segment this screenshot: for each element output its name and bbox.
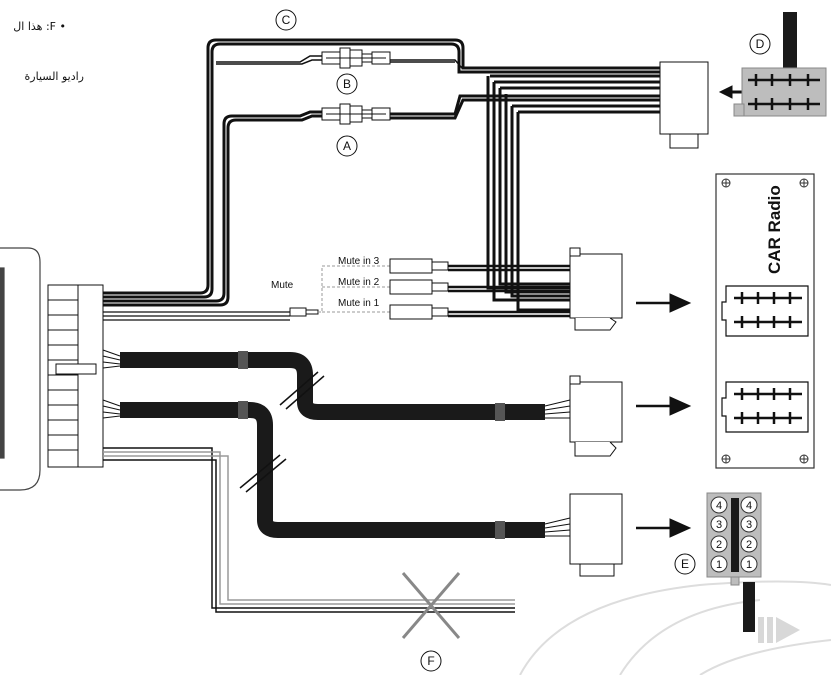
note-text-2: راديو السيارة: [24, 70, 84, 83]
mute-plug-3: [389, 258, 449, 274]
callout-f: F: [420, 650, 442, 672]
head-unit-connector: [47, 284, 104, 468]
callout-b: B: [336, 73, 358, 95]
mute-dashed-links: [318, 265, 390, 313]
screw-icon: [721, 178, 809, 464]
play-icon: [758, 617, 800, 643]
note-line-1: • F: هذا ال: [0, 20, 66, 33]
connector-d-socket: [733, 12, 827, 117]
pin-right-4: 4: [746, 500, 752, 512]
cross-icon: [401, 572, 461, 639]
mute-wire: [103, 311, 290, 321]
iso-connector-1: [569, 247, 623, 331]
car-radio-label: CAR Radio: [765, 185, 784, 274]
mute-in-2-label: Mute in 2: [338, 277, 380, 288]
cable-1-cut: [279, 371, 325, 410]
cable-2: [102, 399, 571, 539]
pin-left-4: 4: [716, 500, 722, 512]
cable-1: [102, 349, 571, 421]
unused-wires: [103, 447, 515, 613]
pin-left-3: 3: [716, 519, 722, 531]
callout-e: E: [674, 553, 696, 575]
car-radio-panel: CAR Radio: [715, 173, 815, 469]
cable-2-cut: [239, 454, 287, 493]
mute-in-3-label: Mute in 3: [338, 256, 380, 267]
mute-in-1-label: Mute in 1: [338, 298, 380, 309]
mute-plug-1: [389, 304, 449, 320]
mute-plug-2: [389, 279, 449, 295]
pin-right-2: 2: [746, 539, 752, 551]
note-text-1: F: هذا ال: [13, 20, 56, 33]
svg-text:B: B: [343, 77, 351, 91]
callout-c: C: [275, 9, 297, 31]
svg-text:D: D: [756, 37, 765, 51]
pin-right-1: 1: [746, 559, 752, 571]
note-bullet: •: [59, 20, 67, 33]
wire-b: [216, 55, 463, 69]
speaker-pin-block: 4 3 2 1 4 3 2 1: [706, 492, 762, 632]
callout-d: D: [749, 33, 771, 55]
speaker-connector: [569, 493, 623, 577]
note-line-2: راديو السيارة: [0, 70, 84, 83]
arrow-right-icon: [636, 293, 692, 313]
head-unit-outline: [0, 247, 41, 491]
pin-left-2: 2: [716, 539, 722, 551]
iso-connector-2: [569, 375, 623, 457]
arrow-right-icon: [636, 518, 692, 538]
wire-a: [103, 94, 500, 307]
mute-label: Mute: [271, 280, 294, 291]
watermark-arcs: [519, 580, 831, 675]
pin-right-3: 3: [746, 519, 752, 531]
plug-a: [321, 103, 391, 125]
mute-plug-wires: [448, 264, 570, 318]
callout-a: A: [336, 135, 358, 157]
arrow-right-icon: [636, 396, 692, 416]
svg-text:F: F: [427, 654, 434, 668]
connector-d-housing: [659, 61, 709, 149]
mute-plug: [289, 307, 319, 317]
car-radio-socket-1: [721, 285, 809, 337]
svg-text:E: E: [681, 557, 689, 571]
wire-c: [103, 38, 500, 299]
svg-text:A: A: [343, 139, 351, 153]
pin-left-1: 1: [716, 559, 722, 571]
svg-text:C: C: [282, 13, 291, 27]
plug-b: [321, 47, 391, 69]
car-radio-socket-2: [721, 381, 809, 433]
